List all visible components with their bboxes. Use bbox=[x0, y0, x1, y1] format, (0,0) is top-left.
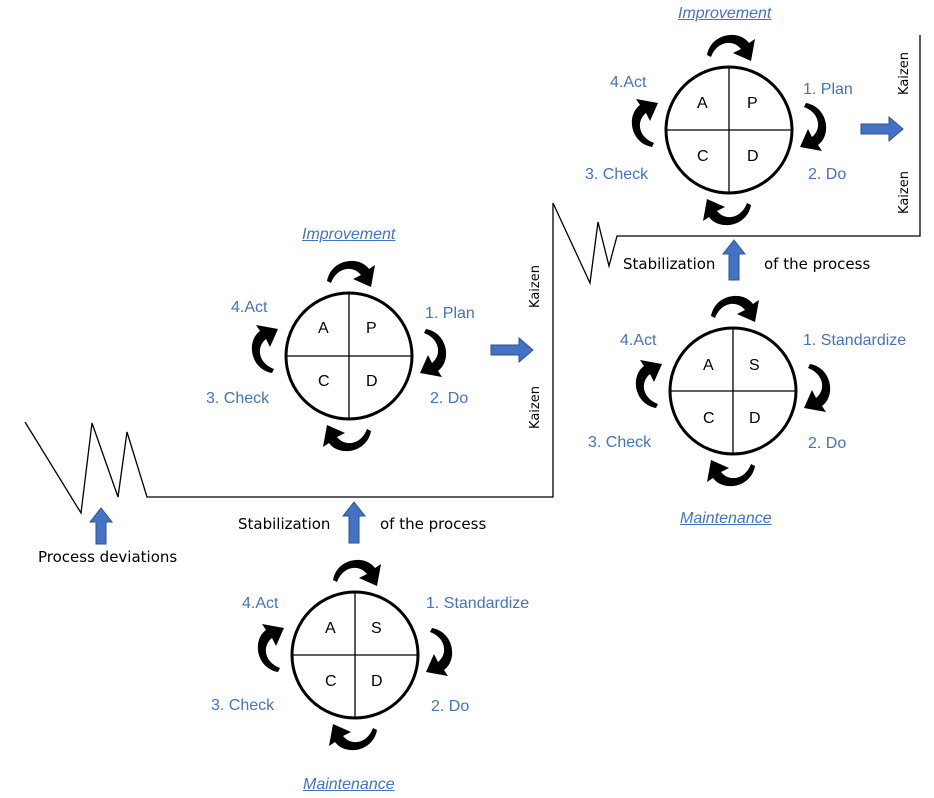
quadrant-label: A bbox=[325, 620, 336, 637]
quadrant-label: A bbox=[318, 320, 329, 337]
stabilization-label-2: Stabilization bbox=[623, 255, 716, 273]
kaizen-label-2a: Kaizen bbox=[896, 52, 912, 95]
step-label: 2. Do bbox=[431, 698, 470, 715]
up-arrow-deviations bbox=[88, 507, 114, 545]
quadrant-label: D bbox=[747, 148, 759, 165]
of-the-process-label-1: of the process bbox=[380, 515, 487, 533]
cycle-circle-maintenance-2 bbox=[668, 326, 798, 456]
step-label: 4.Act bbox=[231, 299, 268, 316]
step-label: 2. Do bbox=[808, 166, 847, 183]
step-label: 3. Check bbox=[206, 390, 270, 407]
quadrant-label: C bbox=[703, 410, 715, 427]
right-arrow-kaizen-1 bbox=[490, 336, 534, 364]
process-line-upper bbox=[552, 35, 921, 286]
step-label: 1. Standardize bbox=[426, 595, 530, 612]
right-arrow-kaizen-2 bbox=[860, 115, 904, 143]
step-label: 2. Do bbox=[808, 435, 847, 452]
quadrant-label: P bbox=[747, 95, 758, 112]
cycle-title-maintenance-2: Maintenance bbox=[680, 510, 772, 527]
process-deviations-label: Process deviations bbox=[38, 548, 178, 566]
quadrant-label: C bbox=[318, 373, 330, 390]
step-label: 3. Check bbox=[588, 434, 652, 451]
kaizen-label-2b: Kaizen bbox=[896, 171, 912, 214]
step-label: 1. Plan bbox=[425, 305, 475, 322]
step-label: 2. Do bbox=[430, 390, 469, 407]
cycle-title-improvement-1: Improvement bbox=[302, 226, 396, 243]
quadrant-label: P bbox=[366, 320, 377, 337]
quadrant-label: D bbox=[749, 410, 761, 427]
cycle-circle-improvement-2 bbox=[664, 65, 794, 195]
quadrant-label: A bbox=[697, 95, 708, 112]
step-label: 1. Standardize bbox=[803, 332, 907, 349]
of-the-process-label-2: of the process bbox=[764, 255, 871, 273]
step-label: 4.Act bbox=[242, 595, 279, 612]
quadrant-label: D bbox=[371, 673, 383, 690]
up-arrow-stabilization-2 bbox=[721, 239, 747, 281]
cycle-circle-maintenance-1 bbox=[290, 590, 420, 720]
step-label: 4.Act bbox=[610, 74, 647, 91]
quadrant-label: D bbox=[366, 373, 378, 390]
quadrant-label: A bbox=[703, 357, 714, 374]
cycle-title-improvement-2: Improvement bbox=[678, 5, 772, 22]
kaizen-label-1a: Kaizen bbox=[527, 265, 543, 308]
up-arrow-stabilization-1 bbox=[341, 501, 367, 544]
quadrant-label: S bbox=[749, 357, 760, 374]
quadrant-label: C bbox=[697, 148, 709, 165]
step-label: 4.Act bbox=[620, 332, 657, 349]
kaizen-label-1b: Kaizen bbox=[527, 386, 543, 429]
step-label: 3. Check bbox=[211, 697, 275, 714]
quadrant-label: C bbox=[325, 673, 337, 690]
cycle-circle-improvement-1 bbox=[284, 291, 414, 421]
stabilization-label-1: Stabilization bbox=[238, 515, 331, 533]
step-label: 1. Plan bbox=[803, 81, 853, 98]
process-line bbox=[24, 203, 554, 515]
step-label: 3. Check bbox=[585, 166, 649, 183]
quadrant-label: S bbox=[371, 620, 382, 637]
cycle-title-maintenance-1: Maintenance bbox=[303, 776, 395, 793]
